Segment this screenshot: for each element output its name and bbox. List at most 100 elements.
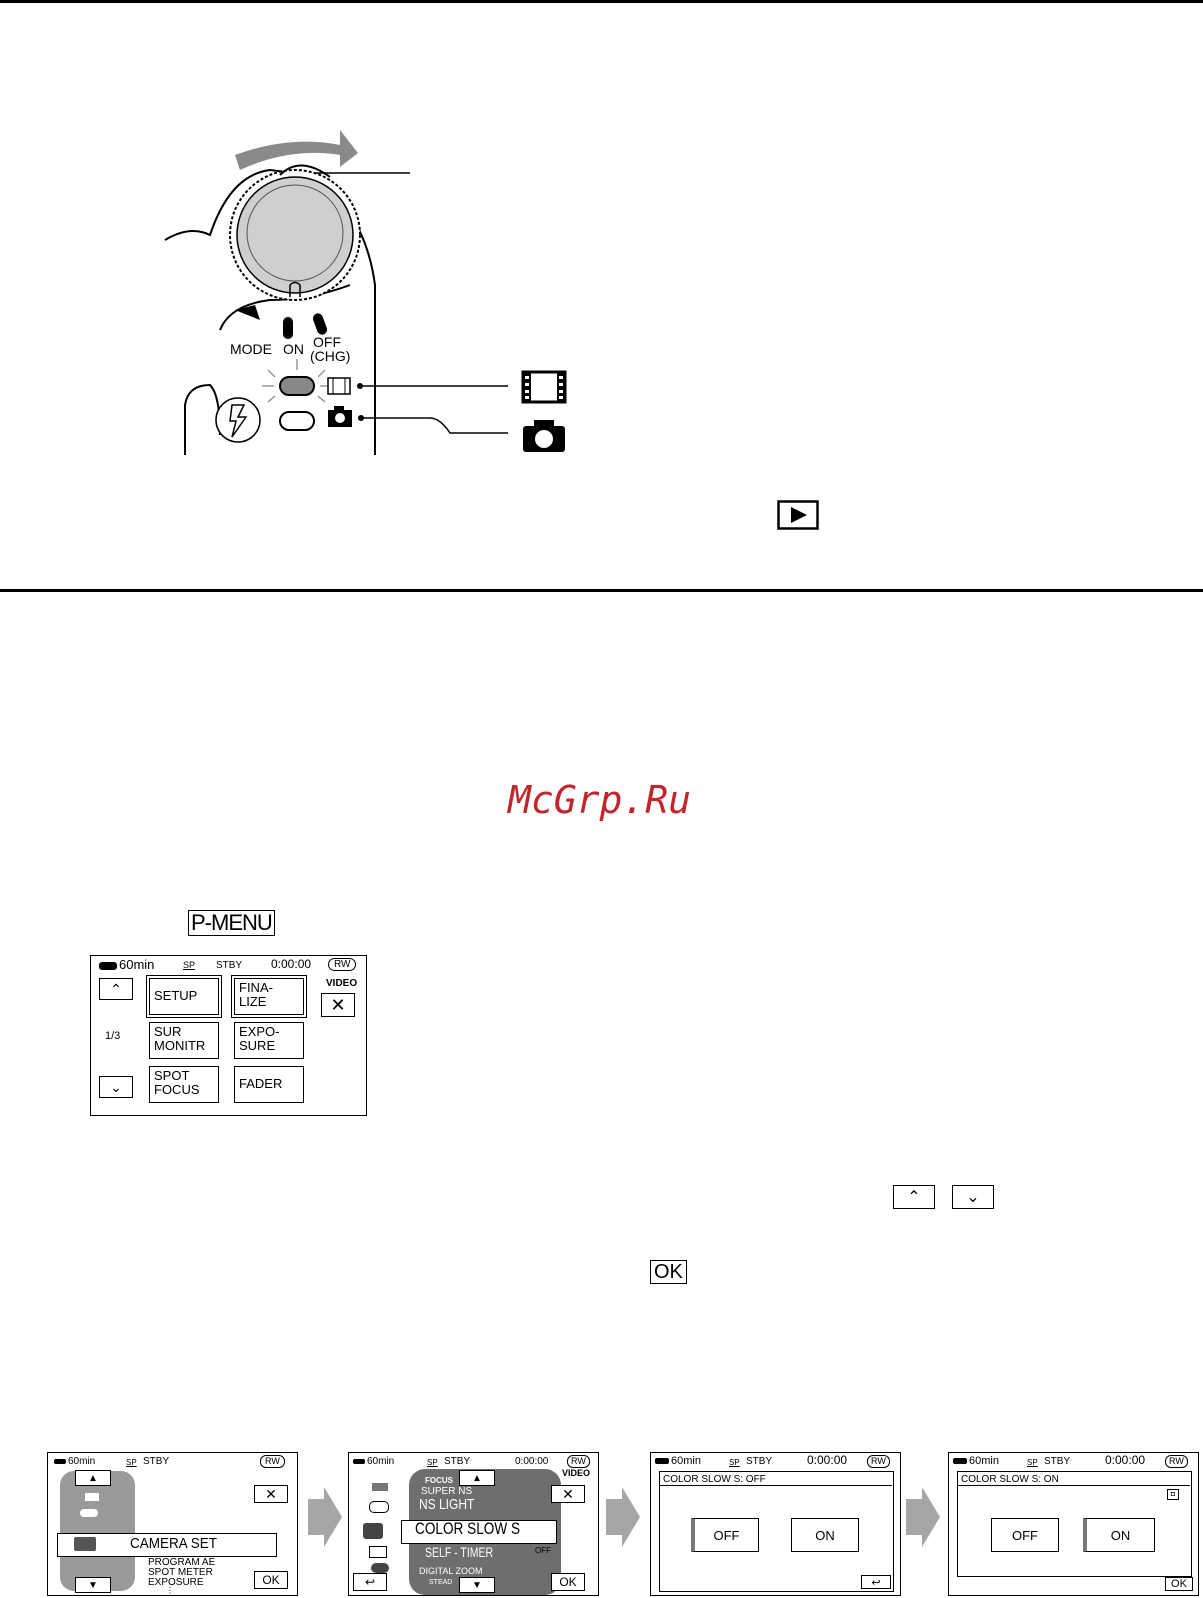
up-button[interactable]: ▲ — [459, 1470, 495, 1486]
step-arrow — [308, 1487, 342, 1547]
menu-item: ⋮ — [166, 1586, 174, 1595]
battery-icon — [99, 961, 117, 970]
stead-item: STEAD — [429, 1579, 453, 1586]
play-icon — [777, 500, 819, 530]
power-switch-illustration: MODE ON OFF (CHG) — [164, 130, 508, 455]
menu-icon — [80, 1509, 98, 1517]
close-button[interactable]: ✕ — [551, 1485, 585, 1503]
status-text: STBY — [1044, 1456, 1071, 1467]
status-text: STBY — [444, 1456, 471, 1467]
mode-indicator: VIDEO — [326, 978, 358, 989]
p-menu-screen: 60min SP STBY 0:00:00 RW VIDEO ⌃ 1/3 ⌄ ✕… — [90, 955, 367, 1116]
sp-indicator: SP — [427, 1458, 438, 1467]
sp-indicator: SP — [1027, 1458, 1038, 1467]
side-icon — [372, 1483, 388, 1491]
media-badge: RW — [567, 1455, 590, 1468]
back-button[interactable]: ↩ — [861, 1575, 891, 1589]
page-up-button[interactable]: ⌃ — [99, 978, 133, 1000]
side-icon — [371, 1563, 389, 1573]
self-timer-item: SELF - TIMER — [425, 1544, 494, 1560]
movie-mode-icon — [521, 370, 567, 404]
battery-indicator: 60min — [54, 1456, 95, 1467]
off-label: OFF — [313, 334, 341, 350]
status-text: STBY — [746, 1456, 773, 1467]
ok-button[interactable]: OK — [1165, 1577, 1193, 1591]
selected-label: CAMERA SET — [130, 1535, 218, 1552]
media-badge: RW — [260, 1455, 285, 1468]
status-text: STBY — [216, 960, 243, 971]
ok-button[interactable]: OK — [650, 1260, 687, 1284]
up-button[interactable]: ▲ — [75, 1470, 111, 1486]
close-button[interactable]: ✕ — [254, 1485, 288, 1503]
side-icon — [363, 1523, 383, 1539]
close-button[interactable]: ✕ — [321, 993, 355, 1017]
menu-item: PROGRAM AE — [148, 1557, 216, 1568]
media-badge: RW — [867, 1455, 890, 1468]
scroll-down-button[interactable]: ⌄ — [952, 1185, 994, 1209]
on-option-button[interactable]: ON — [1083, 1518, 1155, 1552]
top-rule — [0, 0, 1203, 3]
step-arrow — [906, 1487, 940, 1547]
menu-item: EXPOSURE — [148, 1577, 204, 1588]
menu-drum — [60, 1471, 135, 1591]
time-counter: 0:00:00 — [807, 1453, 848, 1467]
selected-row[interactable] — [401, 1520, 557, 1544]
off-option-button[interactable]: OFF — [691, 1518, 759, 1552]
off-option-button[interactable]: OFF — [991, 1518, 1059, 1552]
media-badge: RW — [1165, 1455, 1188, 1468]
sp-indicator: SP — [183, 960, 196, 970]
camera-icon — [328, 406, 352, 427]
sp-indicator: SP — [126, 1458, 137, 1467]
media-badge: RW — [328, 958, 357, 971]
focus-item: FOCUS — [425, 1476, 453, 1485]
on-option-button[interactable]: ON — [791, 1518, 859, 1552]
down-button[interactable]: ▼ — [75, 1577, 111, 1593]
menu-icon — [85, 1493, 99, 1501]
setup-button[interactable]: SETUP — [146, 975, 222, 1018]
film-icon — [327, 377, 351, 395]
screen-color-slow-on: 60min SP STBY 0:00:00 RW COLOR SLOW S: O… — [948, 1452, 1199, 1596]
dialog-title: COLOR SLOW S: OFF — [663, 1474, 766, 1485]
ok-button[interactable]: OK — [551, 1573, 585, 1591]
camera-set-icon — [74, 1537, 96, 1551]
exposure-button[interactable]: EXPO-SURE — [234, 1022, 304, 1059]
scroll-up-button[interactable]: ⌃ — [893, 1185, 935, 1209]
mode-label: MODE — [230, 341, 272, 357]
dialog-title: COLOR SLOW S: ON — [961, 1474, 1059, 1485]
screen-color-slow-select: 60min SP STBY 0:00:00 RW VIDEO FOCUS ▲ S… — [348, 1452, 599, 1596]
section-rule — [0, 589, 1203, 592]
time-counter: 0:00:00 — [271, 957, 312, 971]
ok-button[interactable]: OK — [254, 1571, 288, 1589]
battery-indicator: 60min — [655, 1456, 701, 1467]
down-button[interactable]: ▼ — [459, 1577, 495, 1593]
time-counter: 0:00:00 — [1105, 1453, 1146, 1467]
ns-light-item: NS LIGHT — [419, 1496, 475, 1513]
side-icon — [369, 1501, 389, 1513]
digital-zoom-item: DIGITAL ZOOM — [419, 1566, 483, 1576]
screen-camera-set: 60min SP STBY RW ▲ CAMERA SET PROGRAM AE… — [47, 1452, 298, 1596]
title-underline — [659, 1485, 892, 1486]
menu-item: SPOT METER — [148, 1567, 213, 1578]
p-menu-button[interactable]: P-MENU — [188, 910, 275, 936]
selected-label: COLOR SLOW S — [415, 1519, 521, 1538]
screen-color-slow-off: 60min SP STBY 0:00:00 RW COLOR SLOW S: O… — [650, 1452, 901, 1596]
dialog-frame — [659, 1471, 894, 1592]
battery-icon — [353, 1458, 365, 1464]
off-value: OFF — [535, 1546, 551, 1555]
battery-indicator: 60min — [353, 1456, 394, 1467]
finalize-button[interactable]: FINA-LIZE — [231, 975, 307, 1018]
page-indicator: 1/3 — [105, 1030, 121, 1042]
dialog-frame — [957, 1471, 1192, 1577]
page-down-button[interactable]: ⌄ — [99, 1076, 133, 1098]
status-text: STBY — [143, 1456, 170, 1467]
battery-indicator: 60min — [99, 958, 154, 971]
step-arrow — [606, 1487, 640, 1547]
super-ns-item: SUPER NS — [421, 1486, 473, 1497]
back-button[interactable]: ↩ — [353, 1573, 387, 1591]
title-underline — [957, 1485, 1190, 1486]
fader-button[interactable]: FADER — [234, 1066, 304, 1103]
battery-icon — [953, 1458, 967, 1465]
time-counter: 0:00:00 — [515, 1456, 549, 1467]
